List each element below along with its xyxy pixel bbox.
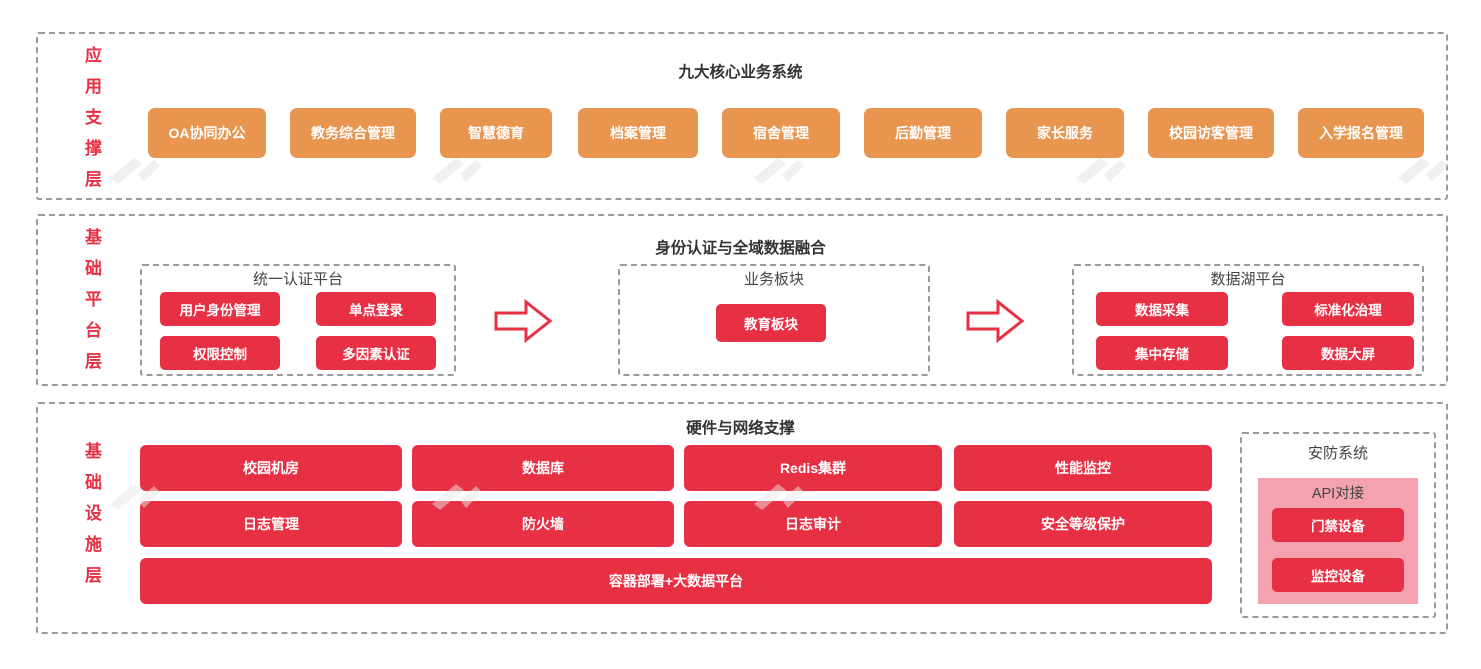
infra-box-log-management[interactable]: 日志管理 [140,501,402,547]
infra-box-database[interactable]: 数据库 [412,445,674,491]
infra-box-redis-cluster[interactable]: Redis集群 [684,445,942,491]
app-box-dormitory-management[interactable]: 宿舍管理 [722,108,840,158]
infra-box-security-level-protection[interactable]: 安全等级保护 [954,501,1212,547]
layer-label-application-support: 应用支撑层 [82,46,101,201]
app-box-smart-moral-education[interactable]: 智慧德育 [440,108,552,158]
plat-box-centralized-storage[interactable]: 集中存储 [1096,336,1228,370]
plat-box-data-dashboard[interactable]: 数据大屏 [1282,336,1414,370]
group-business-segment [618,264,930,376]
layer-label-base-platform: 基础平台层 [82,228,101,383]
app-box-oa-collaboration[interactable]: OA协同办公 [148,108,266,158]
infra-box-firewall[interactable]: 防火墙 [412,501,674,547]
app-box-campus-visitor-management[interactable]: 校园访客管理 [1148,108,1274,158]
infra-box-container-deploy-bigdata[interactable]: 容器部署+大数据平台 [140,558,1212,604]
plat-box-permission-control[interactable]: 权限控制 [160,336,280,370]
arrow-right-icon-1 [492,297,554,345]
app-box-parent-service[interactable]: 家长服务 [1006,108,1124,158]
group-label-security-system: 安防系统 [1307,445,1368,462]
security-box-access-control-device[interactable]: 门禁设备 [1272,508,1404,542]
group-unified-auth-platform [140,264,456,376]
security-box-surveillance-device[interactable]: 监控设备 [1272,558,1404,592]
section-title-hardware-network-support: 硬件与网络支撑 [686,420,795,437]
arrow-right-icon-2 [964,297,1026,345]
app-box-enrollment-registration[interactable]: 入学报名管理 [1298,108,1424,158]
group-label-data-lake-platform: 数据湖平台 [1210,271,1286,288]
infra-box-performance-monitoring[interactable]: 性能监控 [954,445,1212,491]
plat-box-education-segment[interactable]: 教育板块 [716,304,826,342]
group-label-unified-auth-platform: 统一认证平台 [252,271,343,288]
group-security-system [1240,432,1436,618]
app-box-archive-management[interactable]: 档案管理 [578,108,698,158]
api-integration-label: API对接 [1311,486,1365,502]
section-title-identity-and-data-fusion: 身份认证与全域数据融合 [655,240,826,257]
app-box-logistics-management[interactable]: 后勤管理 [864,108,982,158]
plat-box-single-sign-on[interactable]: 单点登录 [316,292,436,326]
plat-box-standardized-governance[interactable]: 标准化治理 [1282,292,1414,326]
group-label-business-segment: 业务板块 [743,271,804,288]
plat-box-user-identity-management[interactable]: 用户身份管理 [160,292,280,326]
infra-box-log-audit[interactable]: 日志审计 [684,501,942,547]
layer-label-infrastructure: 基础设施层 [82,441,101,597]
infra-box-campus-server-room[interactable]: 校园机房 [140,445,402,491]
plat-box-data-collection[interactable]: 数据采集 [1096,292,1228,326]
section-title-core-business-systems: 九大核心业务系统 [678,64,803,81]
group-data-lake-platform [1072,264,1424,376]
plat-box-multi-factor-auth[interactable]: 多因素认证 [316,336,436,370]
app-box-academic-affairs[interactable]: 教务综合管理 [290,108,416,158]
